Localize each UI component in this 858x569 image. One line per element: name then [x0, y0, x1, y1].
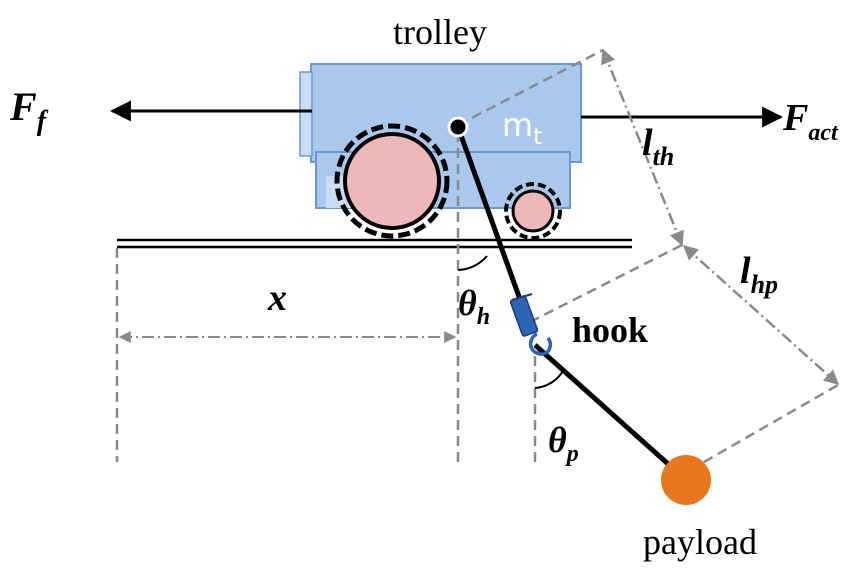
- theta-p-arc: [534, 370, 564, 389]
- reference-lines: [115, 132, 537, 462]
- l-hp-label: lhp: [740, 250, 778, 299]
- trolley-hook-cable: [455, 126, 525, 306]
- payload-ball: [661, 455, 711, 505]
- hook-label: hook: [572, 310, 648, 350]
- theta-p-label: θp: [548, 420, 579, 467]
- x-label: x: [267, 277, 287, 319]
- hook-payload-cable: [533, 343, 688, 482]
- length-dimension-lines: [457, 48, 840, 472]
- pivot-joint: [447, 116, 469, 138]
- mass-label: mt: [502, 106, 542, 150]
- friction-force-label: Ff: [9, 84, 49, 137]
- small-wheel: [504, 182, 562, 240]
- theta-h-label: θh: [458, 283, 490, 330]
- hook-icon: [528, 332, 553, 356]
- l-th-label: lth: [642, 122, 674, 171]
- large-wheel: [334, 123, 450, 239]
- rail: [117, 238, 632, 249]
- payload-label: payload: [643, 522, 757, 562]
- trolley-label: trolley: [393, 12, 487, 52]
- actuation-force-label: Fact: [782, 97, 839, 146]
- hook-block: [509, 293, 539, 337]
- theta-h-arc: [457, 255, 488, 271]
